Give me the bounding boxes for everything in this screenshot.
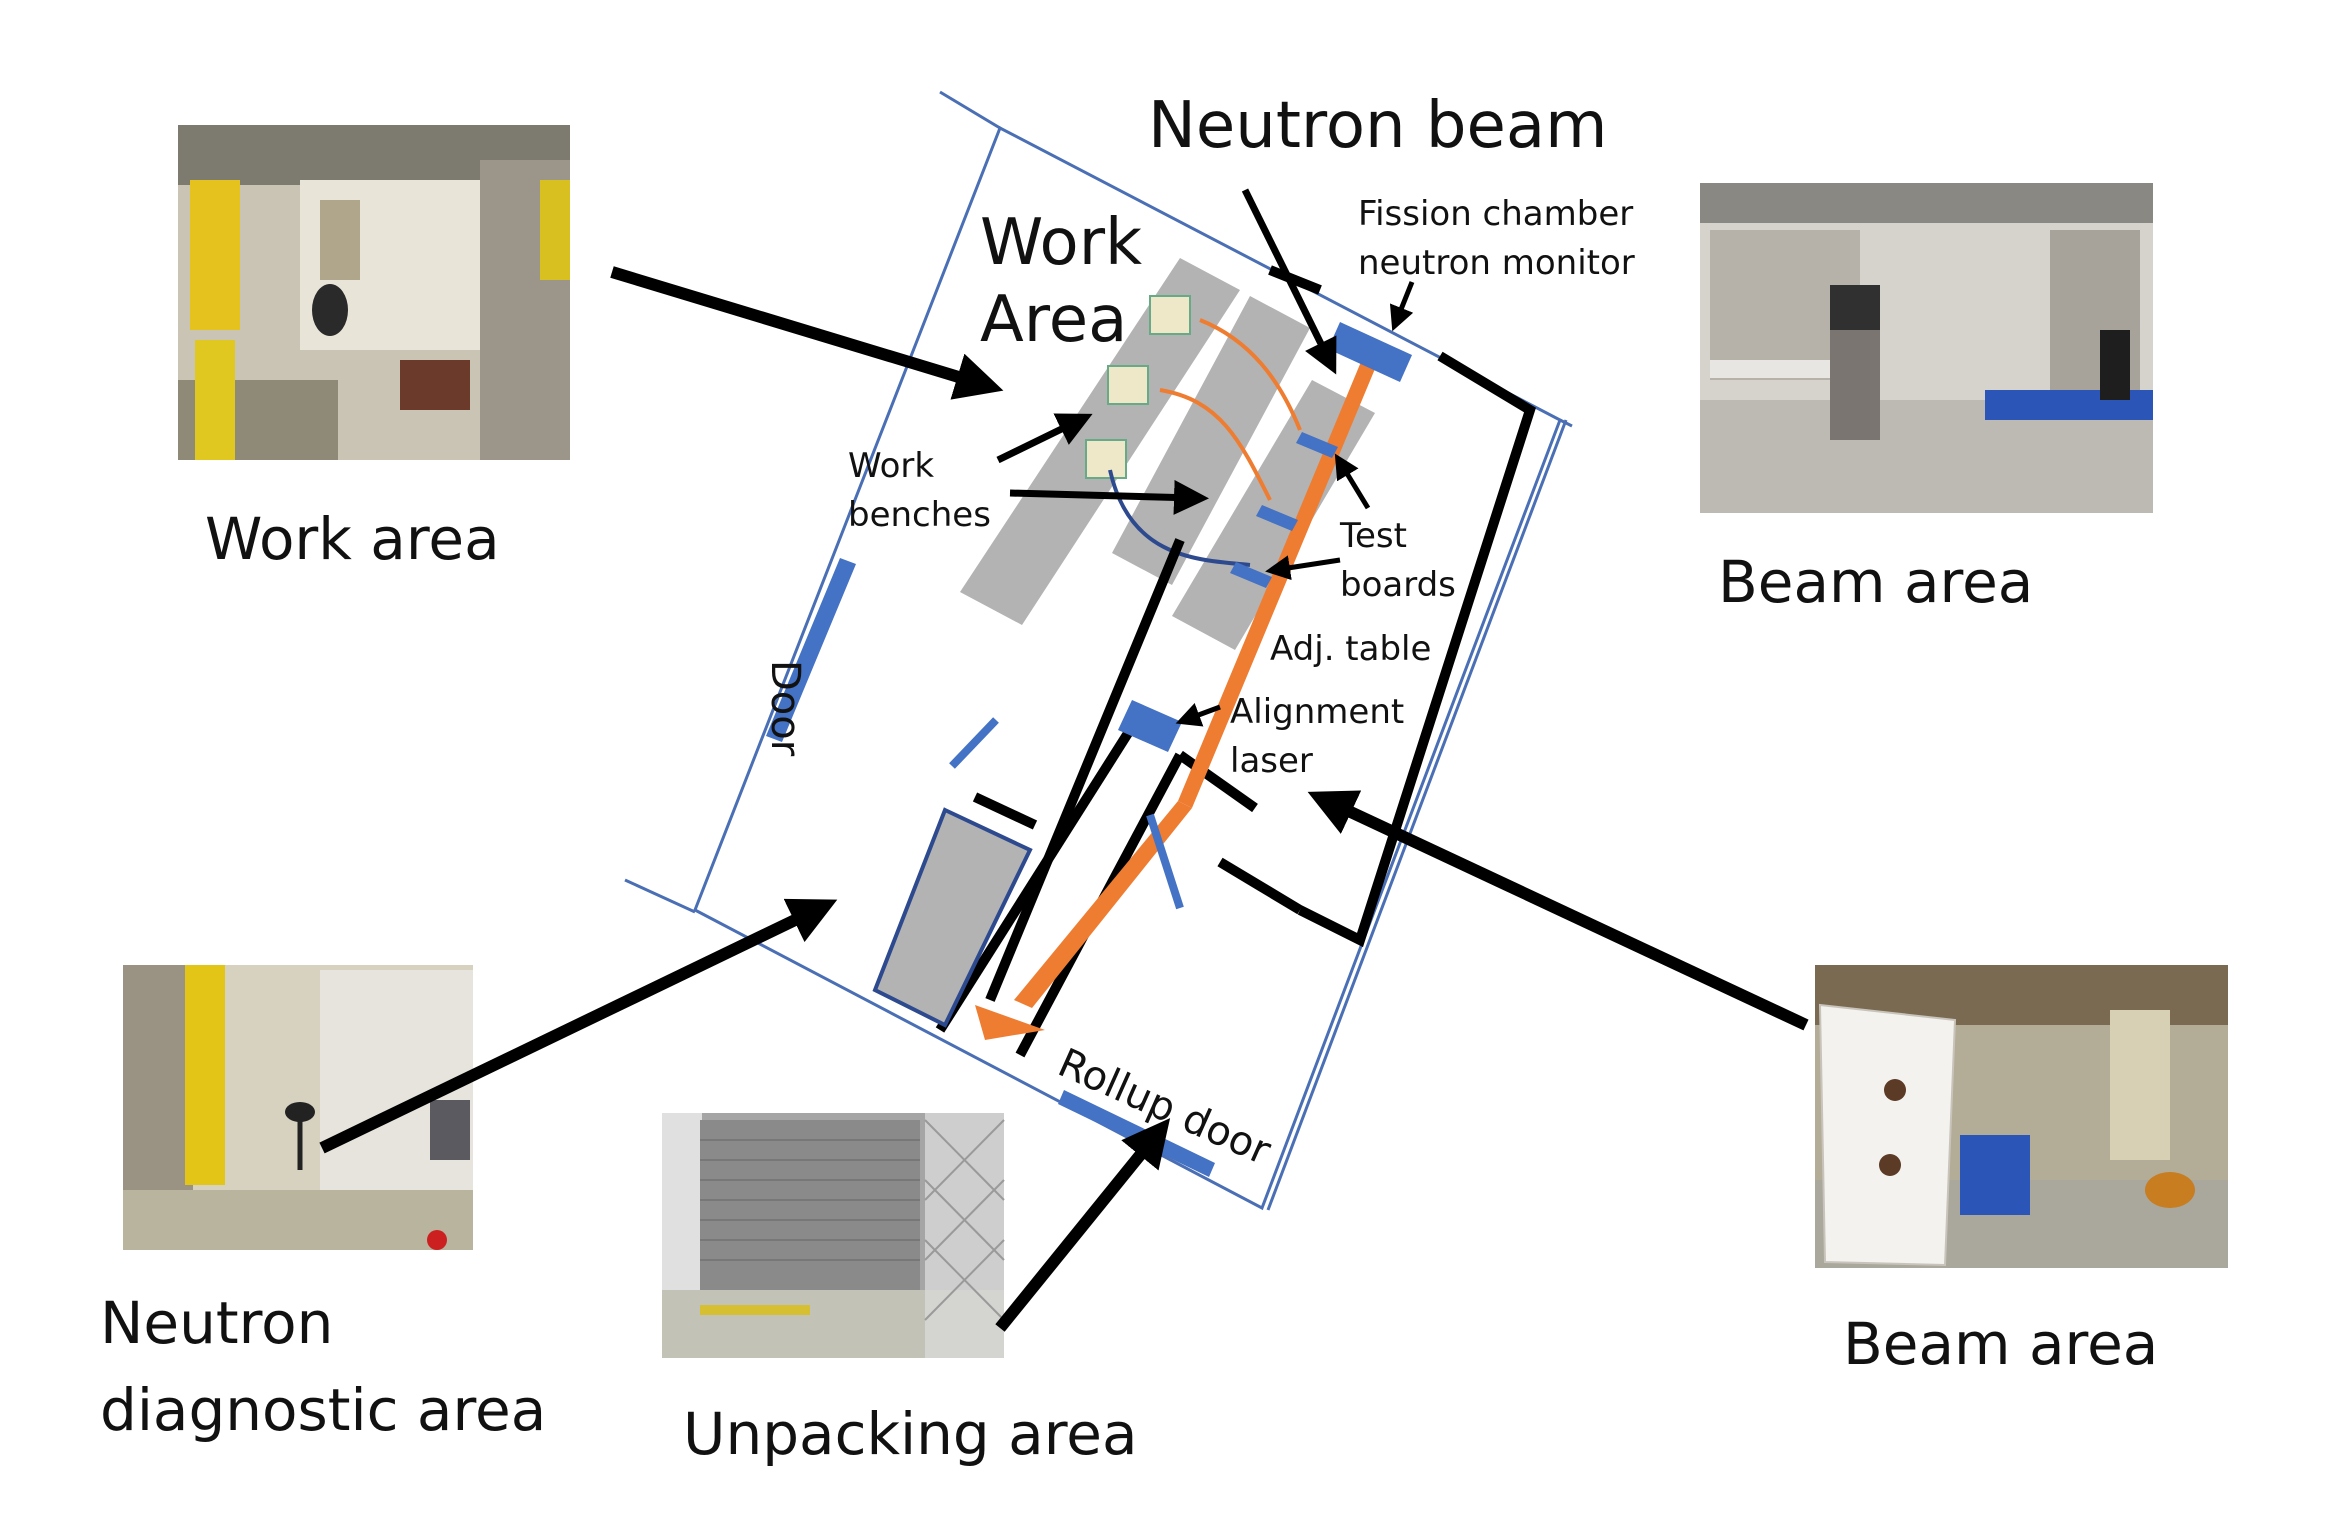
work-area-photo — [178, 125, 570, 460]
unpacking-photo — [662, 1113, 1005, 1358]
neutron-diagnostic-caption-line1: Neutron — [100, 1289, 334, 1357]
test-boards-label-line2: boards — [1340, 565, 1456, 606]
arrow-test-board — [1334, 453, 1371, 510]
beam-area-caption-bottom: Beam area — [1843, 1310, 2159, 1378]
unpacking-cart — [872, 807, 1033, 1028]
beam-area-caption-top: Beam area — [1718, 548, 2034, 616]
arrow-test-board-2 — [1265, 555, 1341, 581]
work-area-diagram-label-line2: Area — [980, 282, 1128, 357]
beam-area-photo-top — [1700, 183, 2153, 513]
work-area-diagram-label: Work Area — [980, 205, 1142, 359]
test-boards-label-line1: Test — [1340, 516, 1407, 556]
work-benches-label-line2: benches — [848, 495, 991, 536]
beam-walls — [935, 265, 1536, 1058]
test-board-1 — [1296, 432, 1338, 458]
test-board-2 — [1256, 505, 1298, 531]
work-benches-label-line1: Work — [848, 446, 935, 486]
neutron-diagnostic-caption: Neutron diagnostic area — [100, 1280, 546, 1454]
beam-area-photo-bottom — [1815, 965, 2228, 1268]
blue-components — [766, 322, 1412, 1177]
room-outline — [624, 90, 1573, 1211]
fission-chamber-label: Fission chamber neutron monitor — [1358, 190, 1635, 289]
neutron-beam-label: Neutron beam — [1148, 89, 1608, 163]
arrow-bench-2 — [1009, 479, 1209, 515]
unpacking-caption: Unpacking area — [683, 1400, 1138, 1468]
test-boards-label: Test boards — [1340, 512, 1456, 611]
bench-2 — [1112, 296, 1310, 585]
arrow-unpacking — [995, 1118, 1171, 1332]
bench-equipment — [1085, 295, 1191, 479]
fission-chamber-label-line1: Fission chamber — [1358, 194, 1634, 234]
arrow-neutron-diag — [319, 898, 838, 1154]
work-benches-label: Work benches — [848, 442, 991, 541]
arrow-fission — [1389, 281, 1415, 332]
door-marker — [766, 558, 856, 742]
arrow-neutron-beam — [1241, 188, 1337, 375]
neutron-diagnostic-caption-line2: diagnostic area — [100, 1376, 547, 1444]
adj-table-label: Adj. table — [1270, 629, 1432, 669]
arrow-beam-area — [1307, 790, 1809, 1031]
work-area-diagram-label-line1: Work — [980, 206, 1143, 280]
door-label: Door — [762, 660, 808, 757]
arrow-alignment — [1175, 703, 1221, 727]
alignment-laser-label: Alignment laser — [1230, 688, 1404, 787]
arrow-bench-1 — [996, 413, 1093, 464]
alignment-laser-label-line1: Alignment — [1230, 692, 1405, 732]
fission-chamber-label-line2: neutron monitor — [1358, 243, 1635, 284]
alignment-laser — [1118, 700, 1182, 752]
test-board-3 — [1230, 562, 1272, 588]
alignment-laser-label-line2: laser — [1230, 741, 1313, 782]
arrow-work-area — [610, 266, 1004, 400]
fission-chamber — [1328, 322, 1412, 382]
pointer-arrows — [319, 188, 1809, 1332]
work-area-caption: Work area — [205, 505, 500, 573]
neutron-diagnostic-photo — [123, 965, 473, 1250]
